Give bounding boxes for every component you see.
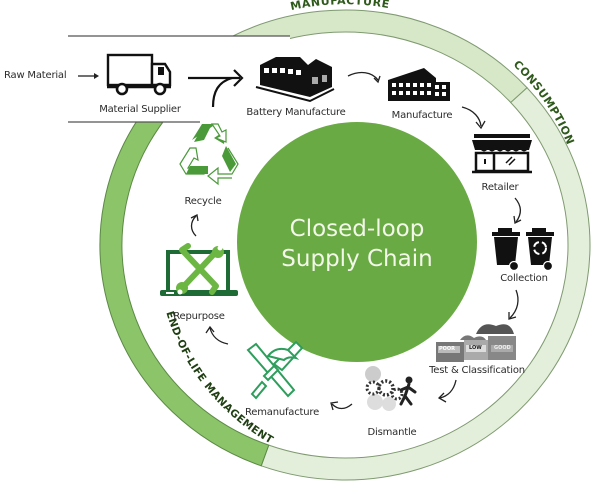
raw-material-label: Raw Material [4, 70, 67, 81]
storefront-icon [472, 134, 532, 174]
center-circle [237, 122, 477, 362]
step-label-battery-manufacture: Battery Manufacture [246, 107, 346, 118]
building-icon [388, 68, 450, 101]
flow-arrow [461, 106, 482, 127]
hammer-screwdriver-icon [246, 340, 304, 400]
step-label-collection: Collection [500, 273, 548, 284]
step-label-material-supplier: Material Supplier [99, 104, 181, 115]
recycle-icon [179, 123, 239, 186]
step-label-retailer: Retailer [481, 182, 519, 193]
input-band [68, 36, 290, 122]
center-title-line2: Supply Chain [281, 246, 433, 272]
step-label-dismantle: Dismantle [367, 427, 417, 438]
flow-arrow [347, 71, 379, 81]
trash-bins-icon [492, 228, 554, 272]
step-label-manufacture: Manufacture [391, 110, 453, 121]
flow-arrow [190, 215, 197, 237]
factory-icon [255, 57, 335, 103]
step-label-repurpose: Repurpose [173, 311, 225, 322]
flow-arrow [331, 403, 353, 410]
flow-arrow [439, 379, 457, 399]
step-label-test-classification: Test & Classification [429, 365, 525, 376]
step-label-recycle: Recycle [184, 196, 222, 207]
grade-label-poor: POOR [439, 346, 456, 352]
grade-label-low: LOW [469, 345, 482, 351]
step-label-remanufacture: Remanufacture [244, 407, 320, 418]
flow-arrow [514, 197, 522, 223]
grade-label-good: GOOD [494, 345, 511, 351]
sorting-boxes-icon [436, 324, 516, 362]
flow-arrow-recycle-return [211, 76, 233, 108]
center-title-line1: Closed-loop [289, 216, 425, 242]
flow-arrow [209, 327, 229, 345]
laptop-tools-icon [160, 243, 238, 296]
truck-icon [106, 53, 172, 96]
gears-worker-icon [365, 366, 417, 411]
center-title: Closed-loop Supply Chain [281, 214, 432, 274]
flow-arrow [509, 289, 519, 319]
